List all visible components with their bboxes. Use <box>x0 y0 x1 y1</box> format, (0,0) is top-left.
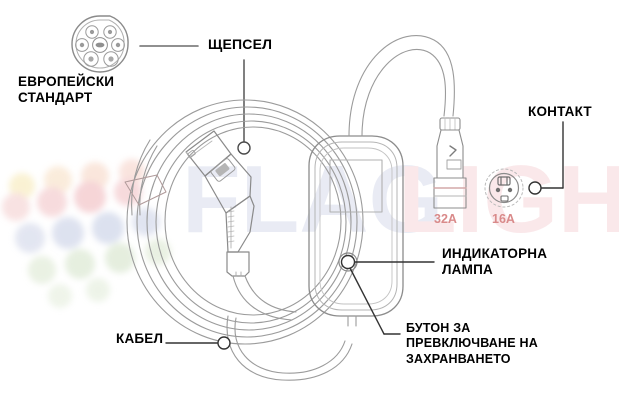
leader-line-power-button <box>349 267 401 335</box>
label-cable: КАБЕЛ <box>116 331 164 346</box>
schuko-socket <box>484 168 524 208</box>
label-european-standard: ЕВРОПЕЙСКИ СТАНДАРТ <box>18 74 115 106</box>
watermark-dot-grid <box>2 159 171 308</box>
mains-plug-32a <box>433 117 467 209</box>
type2-connector-icon <box>71 15 129 73</box>
label-plug: ЩЕПСЕЛ <box>208 36 273 52</box>
upper-cable-arch <box>348 35 455 137</box>
control-box <box>308 135 404 327</box>
label-indicator-lamp: ИНДИКАТОРНА ЛАМПА <box>442 246 548 278</box>
leader-line-indicator-lamp <box>340 254 435 270</box>
leader-line-cable <box>165 336 231 350</box>
label-rating-16a: 16A <box>492 212 515 226</box>
coiled-cable <box>126 99 364 345</box>
label-rating-32a: 32A <box>434 212 457 226</box>
cable-tag <box>124 174 167 206</box>
label-socket: КОНТАКТ <box>528 104 592 119</box>
leader-line-socket <box>528 121 564 195</box>
label-power-switch-button: БУТОН ЗА ПРЕВКЛЮЧВАНЕ НА ЗАХРАНВАНЕТО <box>406 321 538 366</box>
leader-line-plug <box>237 59 251 155</box>
type2-vehicle-plug <box>185 130 297 321</box>
